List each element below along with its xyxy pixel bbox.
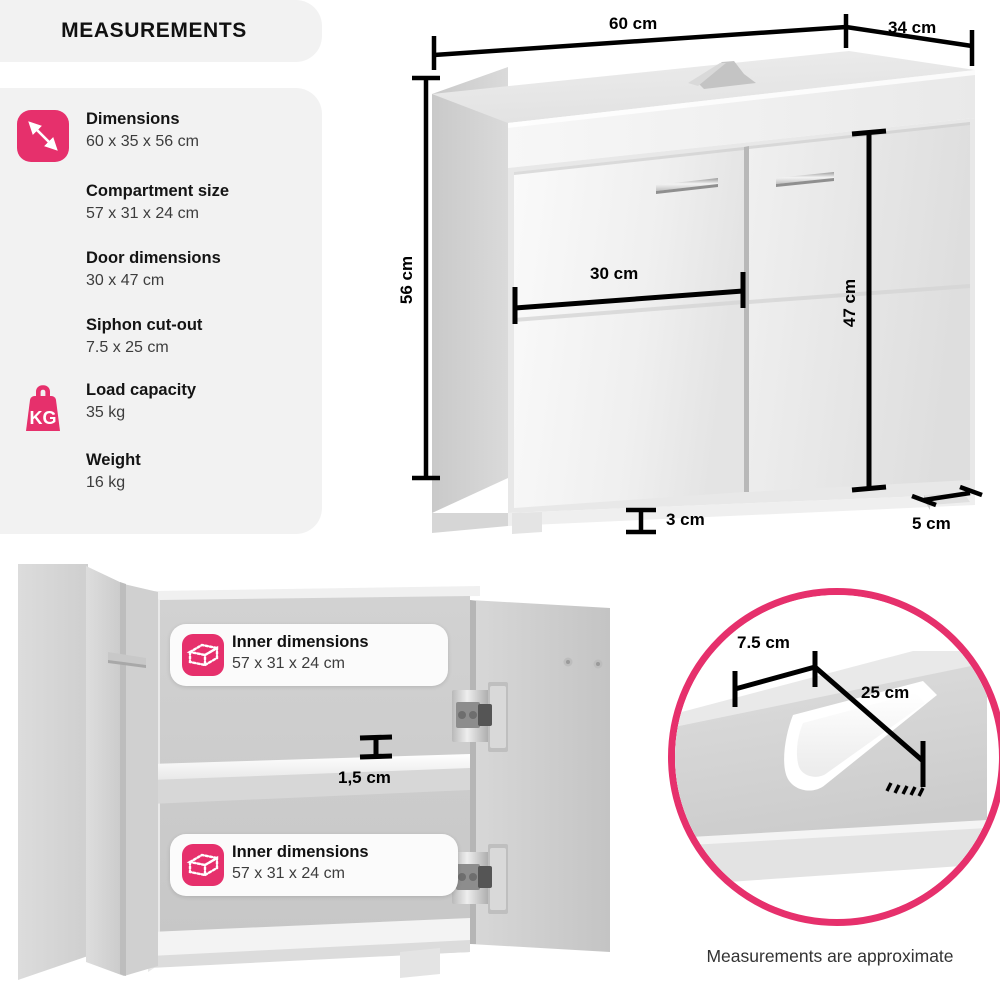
- svg-text:KG: KG: [30, 408, 57, 428]
- callout-value: 57 x 31 x 24 cm: [232, 864, 345, 882]
- callout-label: Inner dimensions: [232, 633, 369, 651]
- dimension-siphon-length: [813, 665, 926, 787]
- spec-value: 7.5 x 25 cm: [86, 338, 169, 356]
- dimension-label-shelf-thickness: 1,5 cm: [338, 768, 391, 787]
- dimension-foot-depth-5: [911, 484, 983, 508]
- inner-shelf: [150, 754, 470, 782]
- callout-inner-dimensions-bottom: Inner dimensions 57 x 31 x 24 cm: [170, 834, 458, 896]
- specifications-panel: Dimensions 60 x 35 x 56 cm Compartment s…: [0, 88, 322, 534]
- cabinet-hinge-upper: [452, 682, 508, 752]
- dimension-door-height-47: [851, 128, 887, 493]
- dimension-shelf-thickness: [359, 734, 393, 760]
- siphon-hatch-marks: [885, 782, 925, 797]
- spec-value: 35 kg: [86, 403, 126, 421]
- callout-value: 57 x 31 x 24 cm: [232, 654, 345, 672]
- dimension-label-siphon-length: 25 cm: [861, 683, 910, 702]
- dimension-label-width: 60 cm: [609, 14, 658, 33]
- callout-inner-dimensions-top: Inner dimensions 57 x 31 x 24 cm: [170, 624, 448, 686]
- spec-label: Siphon cut-out: [86, 316, 203, 334]
- inner-box-icon: [182, 844, 224, 886]
- dimension-height-56: [412, 75, 440, 481]
- spec-label: Load capacity: [86, 381, 197, 399]
- spec-label: Compartment size: [86, 182, 230, 200]
- dimension-label-siphon-width: 7.5 cm: [737, 633, 790, 652]
- spec-label: Door dimensions: [86, 249, 221, 267]
- spec-label: Weight: [86, 451, 141, 469]
- dimension-label-plinth: 3 cm: [666, 510, 705, 529]
- dimension-width-60: [431, 14, 849, 70]
- cabinet-body: [432, 51, 975, 534]
- dimension-label-door-width: 30 cm: [590, 264, 639, 283]
- door-handle-left: [656, 178, 718, 194]
- main-cabinet-diagram: 60 cm 34 cm 56 cm 30 cm 47 cm 3 cm 5 cm: [397, 8, 1000, 544]
- callout-label: Inner dimensions: [232, 843, 369, 861]
- inner-box-icon: [182, 634, 224, 676]
- spec-value: 16 kg: [86, 473, 126, 491]
- cabinet-hinge-lower: [452, 844, 508, 914]
- dimension-plinth-3: [626, 507, 656, 535]
- dimension-label-depth: 34 cm: [888, 18, 937, 37]
- open-cabinet-diagram: Inner dimensions 57 x 31 x 24 cm Inner d…: [0, 552, 660, 1000]
- door-handle-right: [776, 172, 834, 187]
- spec-value: 57 x 31 x 24 cm: [86, 204, 199, 222]
- dimension-label-height: 56 cm: [397, 255, 417, 305]
- siphon-cutout-detail-circle: 7.5 cm 25 cm: [668, 588, 1000, 926]
- dimension-depth-34: [845, 24, 975, 66]
- kg-weight-icon: KG: [17, 381, 69, 433]
- approximate-measurements-note: Measurements are approximate: [706, 946, 954, 966]
- spec-value: 60 x 35 x 56 cm: [86, 132, 199, 150]
- measurements-header-panel: MEASUREMENTS: [0, 0, 322, 62]
- spec-value: 30 x 47 cm: [86, 271, 165, 289]
- dimension-label-door-height: 47 cm: [840, 278, 860, 328]
- dimension-door-width-30: [512, 272, 746, 324]
- page-title: MEASUREMENTS: [61, 19, 247, 42]
- cabinet-door-left: [514, 147, 744, 508]
- spec-label: Dimensions: [86, 110, 180, 128]
- dimension-label-foot-depth: 5 cm: [912, 514, 951, 533]
- cabinet-door-right: [749, 122, 970, 492]
- diagonal-arrow-icon: [17, 110, 69, 162]
- cabinet-door-left-open: [86, 566, 124, 976]
